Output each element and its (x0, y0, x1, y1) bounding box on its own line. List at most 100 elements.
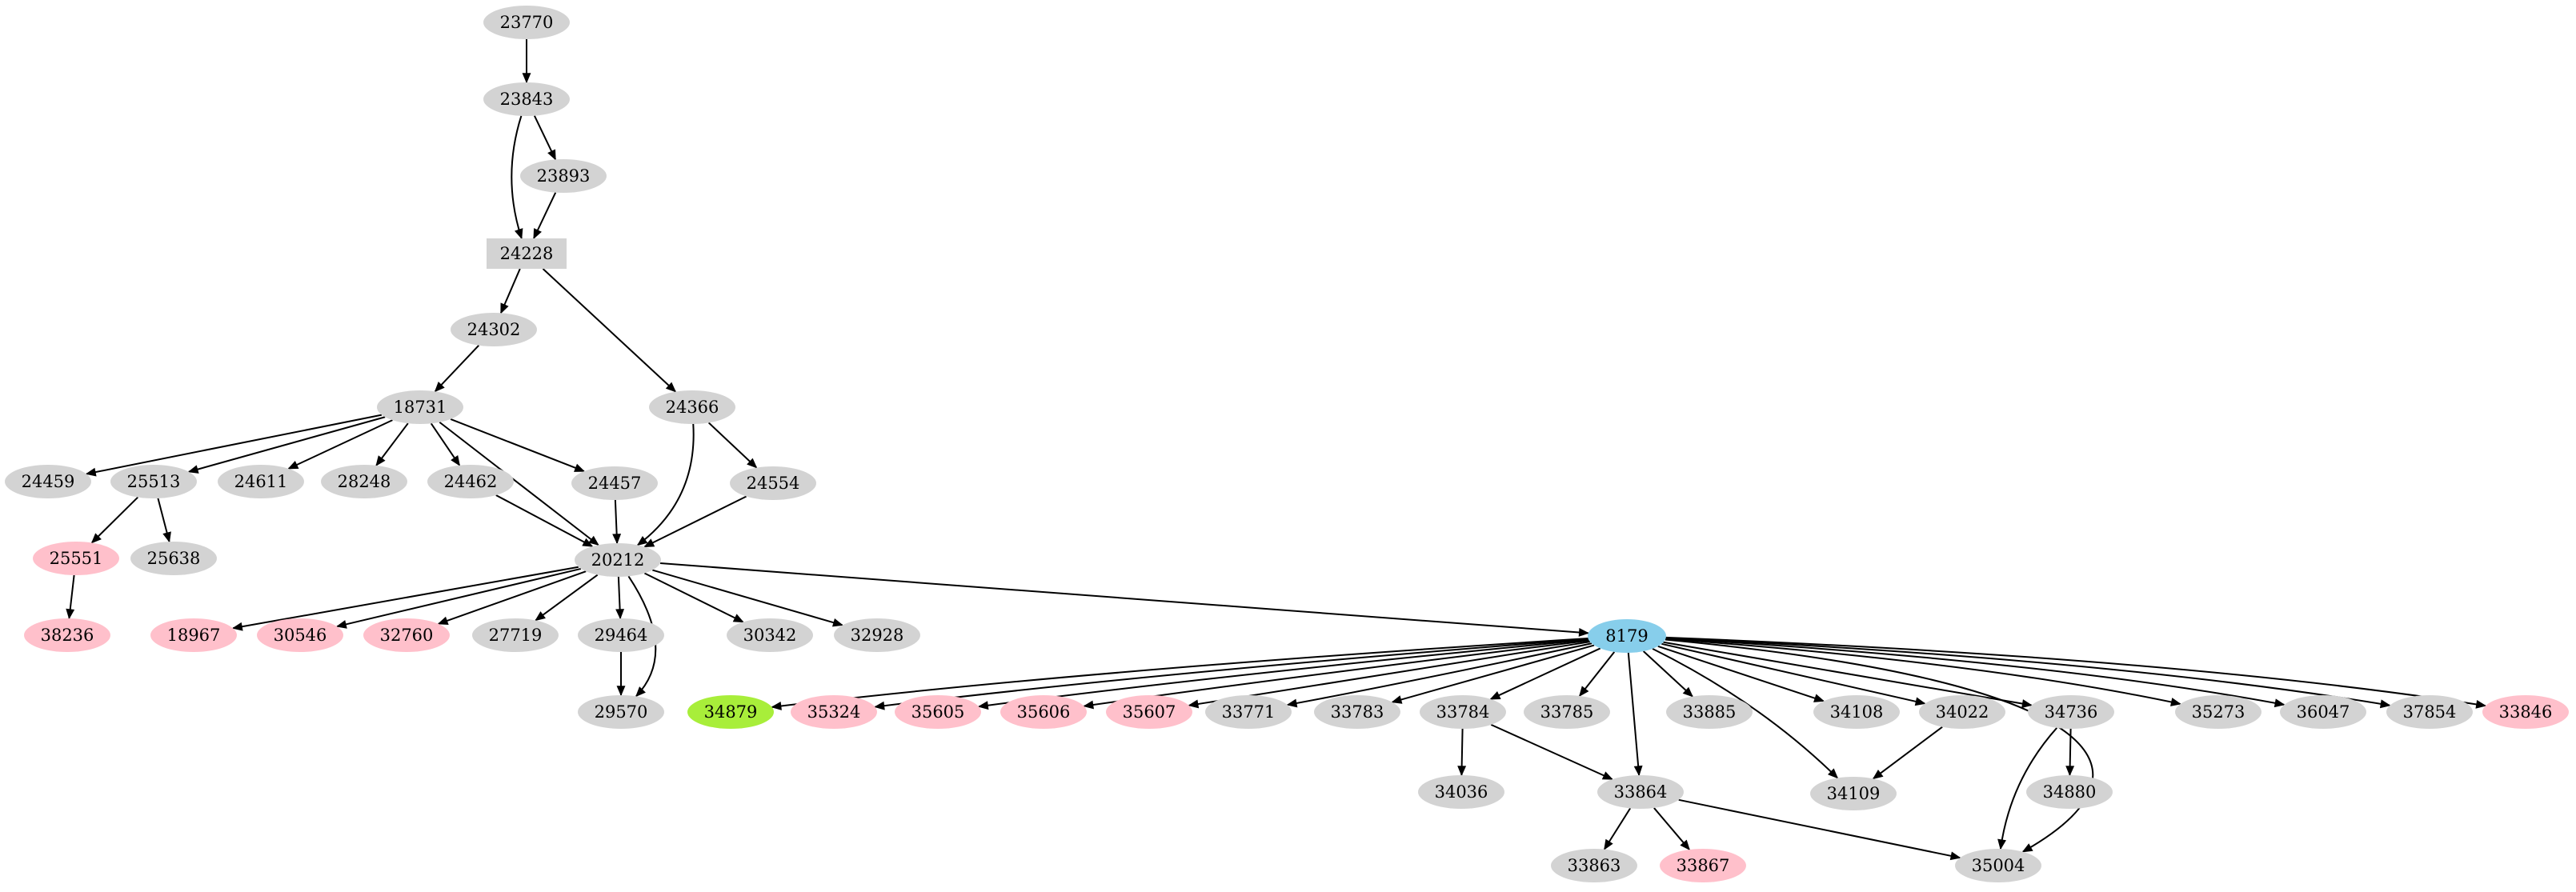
node-ellipse-shape (321, 465, 407, 498)
edge-33784-34036 (1457, 728, 1467, 777)
node-label: 34736 (2045, 702, 2098, 722)
edge-8179-33785 (1579, 651, 1616, 697)
node-ellipse-shape (363, 618, 450, 652)
node-label: 24228 (500, 244, 554, 263)
node-label: 33785 (1540, 702, 1594, 722)
node-35324: 35324 (791, 695, 877, 729)
node-ellipse-shape (834, 618, 920, 652)
node-label: 37854 (2403, 702, 2457, 722)
node-ellipse-shape (1418, 775, 1504, 809)
edge-8179-34108 (1657, 645, 1825, 702)
edge-8179-33784 (1489, 647, 1601, 700)
node-label: 23843 (500, 90, 554, 109)
node-32760: 32760 (363, 618, 450, 652)
node-23893: 23893 (520, 159, 607, 193)
edge-18731-24459 (85, 414, 383, 477)
node-ellipse-shape (1420, 695, 1506, 729)
node-ellipse-shape (791, 695, 877, 729)
edge-24228-24366 (542, 268, 677, 393)
node-33783: 33783 (1314, 695, 1400, 729)
node-label: 18967 (167, 626, 221, 645)
node-24611: 24611 (218, 465, 304, 498)
node-ellipse-shape (483, 6, 570, 39)
edge-24228-24302 (500, 268, 521, 314)
node-18731: 18731 (377, 390, 463, 424)
node-ellipse-shape (1314, 695, 1400, 729)
node-label: 36047 (2297, 702, 2350, 722)
node-ellipse-shape (472, 618, 559, 652)
node-8179: 8179 (1588, 619, 1666, 653)
node-label: 30546 (274, 626, 327, 645)
node-ellipse-shape (1810, 777, 1897, 810)
edge-8179-34022 (1661, 642, 1926, 706)
node-36047: 36047 (2280, 695, 2366, 729)
node-label: 24459 (22, 472, 75, 491)
node-label: 20212 (591, 550, 645, 570)
node-label: 34022 (1936, 702, 1989, 722)
node-ellipse-shape (24, 618, 110, 652)
edge-20212-32928 (652, 569, 843, 627)
edge-24457-20212 (612, 499, 622, 545)
node-33885: 33885 (1666, 695, 1753, 729)
node-ellipse-shape (2280, 695, 2366, 729)
node-ellipse-shape (2482, 695, 2569, 729)
node-label: 35606 (1017, 702, 1071, 722)
node-ellipse-shape (578, 695, 664, 729)
node-ellipse-shape (1551, 849, 1637, 882)
node-label: 33863 (1568, 856, 1621, 875)
edge-20212-8179 (659, 562, 1590, 637)
edge-33784-33864 (1490, 723, 1613, 781)
node-label: 29570 (595, 702, 648, 722)
edge-18731-25513 (187, 416, 386, 474)
edge-18731-24457 (450, 418, 586, 473)
edge-20212-30342 (643, 572, 744, 623)
edge-34022-34109 (1872, 726, 1943, 780)
node-ellipse-shape (895, 695, 981, 729)
node-ellipse-shape (649, 390, 735, 424)
node-ellipse-shape (1955, 849, 2041, 882)
node-25638: 25638 (130, 542, 217, 575)
node-box-shape (487, 238, 567, 269)
node-label: 33867 (1677, 856, 1730, 875)
node-label: 24462 (444, 472, 498, 491)
node-ellipse-shape (1106, 695, 1192, 729)
edge-20212-30546 (335, 567, 582, 629)
node-label: 18731 (394, 398, 447, 417)
node-24462: 24462 (427, 465, 514, 498)
node-ellipse-shape (687, 695, 774, 729)
edge-18731-28248 (375, 422, 409, 466)
node-ellipse-shape (727, 618, 813, 652)
edge-23843-23893 (533, 115, 557, 161)
edge-34736-35004 (1997, 727, 2058, 850)
node-label: 27719 (489, 626, 543, 645)
node-ellipse-shape (520, 159, 607, 193)
node-34879: 34879 (687, 695, 774, 729)
node-label: 33864 (1614, 782, 1668, 802)
node-35605: 35605 (895, 695, 981, 729)
node-23843: 23843 (483, 82, 570, 116)
node-24554: 24554 (730, 466, 816, 500)
edge-8179-33846 (1665, 636, 2487, 709)
edge-33864-35004 (1678, 798, 1961, 861)
node-ellipse-shape (483, 82, 570, 116)
node-ellipse-shape (130, 542, 217, 575)
node-35606: 35606 (1000, 695, 1087, 729)
edge-8179-33885 (1642, 650, 1693, 698)
node-38236: 38236 (24, 618, 110, 652)
node-33846: 33846 (2482, 695, 2569, 729)
node-label: 25638 (147, 549, 201, 568)
node-label: 30342 (743, 626, 797, 645)
edge-20212-18967 (231, 566, 579, 631)
node-label: 34880 (2043, 782, 2097, 802)
node-label: 35324 (807, 702, 861, 722)
node-20212: 20212 (575, 543, 661, 577)
node-label: 38236 (41, 626, 94, 645)
node-ellipse-shape (451, 313, 537, 346)
node-29570: 29570 (578, 695, 664, 729)
node-24228: 24228 (487, 238, 567, 269)
node-33867: 33867 (1660, 849, 1746, 882)
node-label: 35605 (911, 702, 965, 722)
edge-34736-34880 (2065, 728, 2075, 777)
node-label: 28248 (338, 472, 391, 491)
node-23770: 23770 (483, 6, 570, 39)
